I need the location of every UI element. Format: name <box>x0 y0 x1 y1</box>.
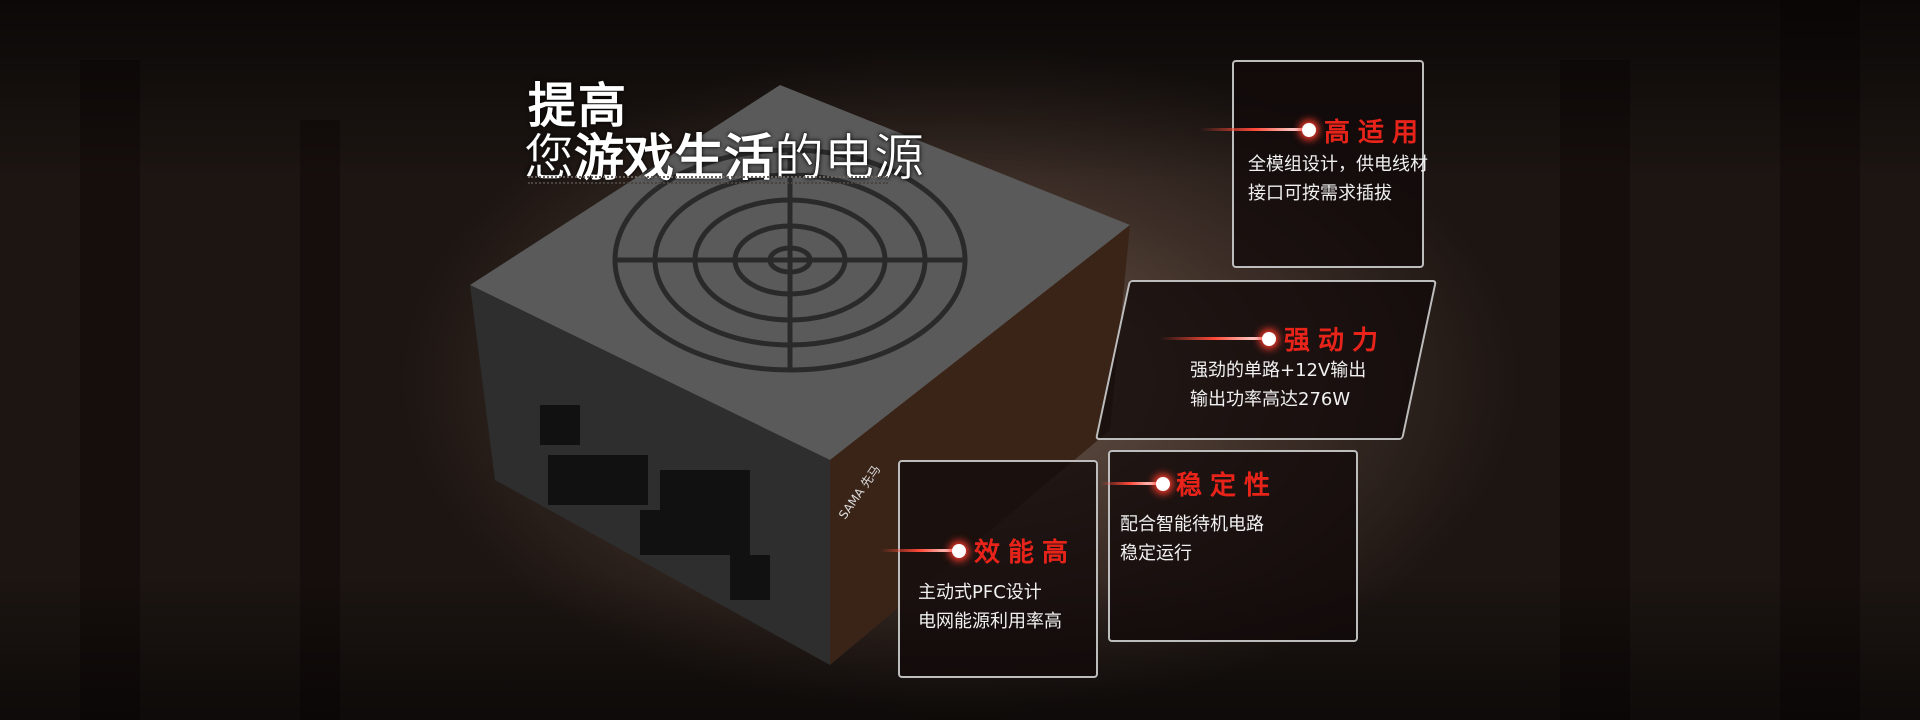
desc-line: 配合智能待机电路 <box>1120 514 1264 535</box>
flare <box>880 549 960 552</box>
desc-line: 接口可按需求插拔 <box>1248 183 1392 204</box>
decorative-dots <box>528 176 888 184</box>
feature-panel-efficiency <box>898 460 1098 678</box>
feature-desc: 主动式PFC设计电网能源利用率高 <box>918 578 1062 636</box>
desc-line: 主动式PFC设计 <box>918 582 1042 603</box>
desc-line: 强劲的单路+12V输出 <box>1190 360 1367 381</box>
desc-line: 电网能源利用率高 <box>918 611 1062 632</box>
desc-line: 全模组设计，供电线材 <box>1248 154 1428 175</box>
crosshair-icon <box>1156 477 1170 491</box>
desc-line: 稳定运行 <box>1120 543 1192 564</box>
feature-desc: 强劲的单路+12V输出输出功率高达276W <box>1190 356 1366 414</box>
flare <box>1100 482 1160 485</box>
flare <box>1200 128 1310 131</box>
feature-panel-compatibility <box>1232 60 1424 268</box>
fan-grill-icon <box>612 147 968 373</box>
feature-title: 高适用 <box>1324 118 1427 148</box>
desc-line: 输出功率高达276W <box>1190 389 1351 410</box>
crosshair-icon <box>952 544 966 558</box>
modular-ports <box>540 405 770 600</box>
feature-title: 强动力 <box>1284 326 1387 356</box>
feature-title: 效能高 <box>974 538 1077 568</box>
headline-line1: 提高 <box>528 78 629 134</box>
crosshair-icon <box>1302 123 1316 137</box>
feature-desc: 配合智能待机电路稳定运行 <box>1120 510 1264 568</box>
flare <box>1160 337 1270 340</box>
feature-desc: 全模组设计，供电线材接口可按需求插拔 <box>1248 150 1428 208</box>
crosshair-icon <box>1262 332 1276 346</box>
feature-title: 稳定性 <box>1176 471 1279 501</box>
